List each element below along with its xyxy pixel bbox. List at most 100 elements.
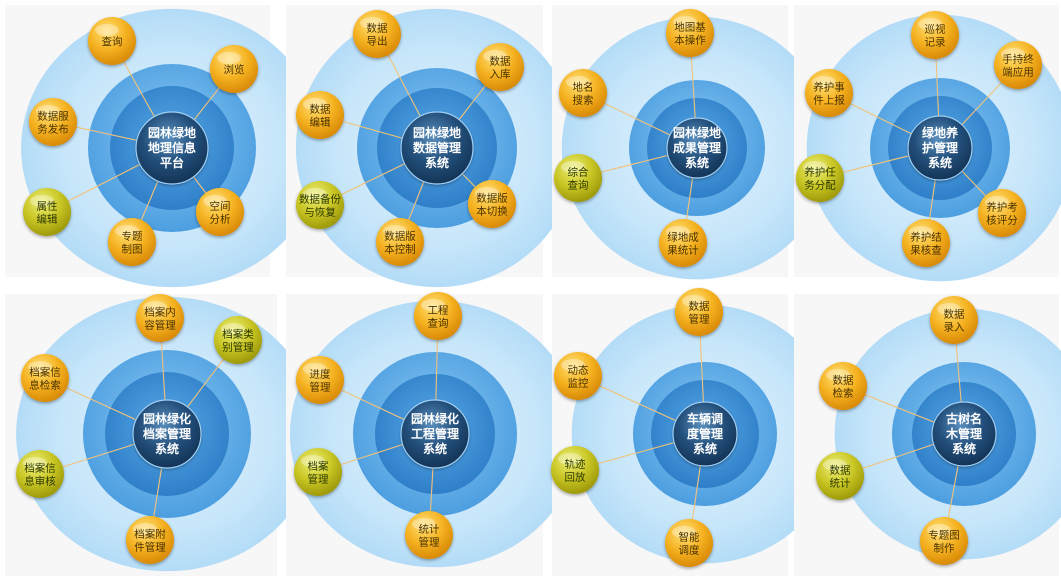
node-label-line: 监控: [568, 377, 589, 390]
node-gloss: [115, 225, 139, 237]
node-gloss: [133, 523, 157, 535]
node-bubble: [136, 294, 184, 342]
core-rim: [931, 401, 997, 467]
node-gloss: [143, 301, 167, 313]
node-label-line: 绿地成: [667, 231, 699, 244]
module-panel-p4: 绿地养护管理系统巡视记录手持终端应用养护事件上报养护任务分配养护考核评分养护结果…: [794, 5, 1061, 282]
node-label-line: 与恢复: [304, 206, 336, 219]
module-node[interactable]: 查询: [88, 17, 136, 65]
node-gloss: [301, 455, 325, 467]
node-bubble: [21, 354, 69, 402]
node-label-line: 档案信: [24, 462, 56, 475]
core-rim: [132, 399, 202, 469]
node-label-line: 地图基: [674, 21, 706, 34]
core-circle: [133, 400, 201, 468]
node-gloss: [803, 161, 827, 173]
node-label-line: 录入: [944, 322, 965, 334]
module-node[interactable]: 浏览: [210, 45, 258, 93]
node-gloss: [909, 226, 933, 238]
node-gloss: [412, 518, 436, 530]
node-label-line: 制图: [122, 243, 143, 256]
node-label-line: 果统计: [667, 244, 699, 257]
node-label-line: 养护结: [910, 231, 942, 244]
node-bubble: [819, 362, 867, 410]
node-label-line: 浏览: [224, 63, 245, 76]
core-circle: [932, 402, 996, 466]
node-bubble: [405, 511, 453, 559]
node-gloss: [36, 105, 60, 117]
node-label-line: 智能: [679, 531, 700, 544]
node-label-line: 制作: [934, 542, 955, 555]
center-label-line: 系统: [928, 155, 952, 170]
node-label-line: 养护任: [804, 166, 836, 179]
node-bubble: [930, 296, 978, 344]
node-label-line: 回放: [565, 471, 586, 484]
node-gloss: [1001, 48, 1025, 60]
node-bubble: [559, 69, 607, 117]
node-gloss: [217, 52, 241, 64]
center-label-line: 园林绿地: [148, 125, 196, 140]
node-gloss: [303, 188, 327, 200]
core-rim: [672, 401, 738, 467]
node-label-line: 综合: [568, 166, 589, 179]
node-gloss: [673, 16, 697, 28]
node-bubble: [296, 91, 344, 139]
center-label-line: 木管理: [945, 426, 982, 441]
node-label-line: 空间: [210, 200, 231, 213]
core-rim: [400, 111, 474, 185]
center-label-line: 护管理: [922, 140, 958, 155]
node-gloss: [28, 361, 52, 373]
module-node[interactable]: 档案管理: [294, 448, 342, 496]
center-label-line: 系统: [425, 155, 449, 170]
node-label-line: 档案附: [134, 528, 166, 541]
module-node[interactable]: 数据管理: [675, 288, 723, 336]
node-label-line: 数据备份: [299, 193, 341, 206]
node-label-line: 地名: [573, 81, 594, 94]
node-label-line: 调度: [679, 544, 700, 557]
node-label-line: 导出: [367, 35, 388, 48]
node-label-line: 档案类: [222, 328, 254, 341]
node-bubble: [296, 356, 344, 404]
node-label-line: 务分配: [804, 179, 836, 192]
node-bubble: [376, 218, 424, 266]
core-circle: [673, 402, 737, 466]
